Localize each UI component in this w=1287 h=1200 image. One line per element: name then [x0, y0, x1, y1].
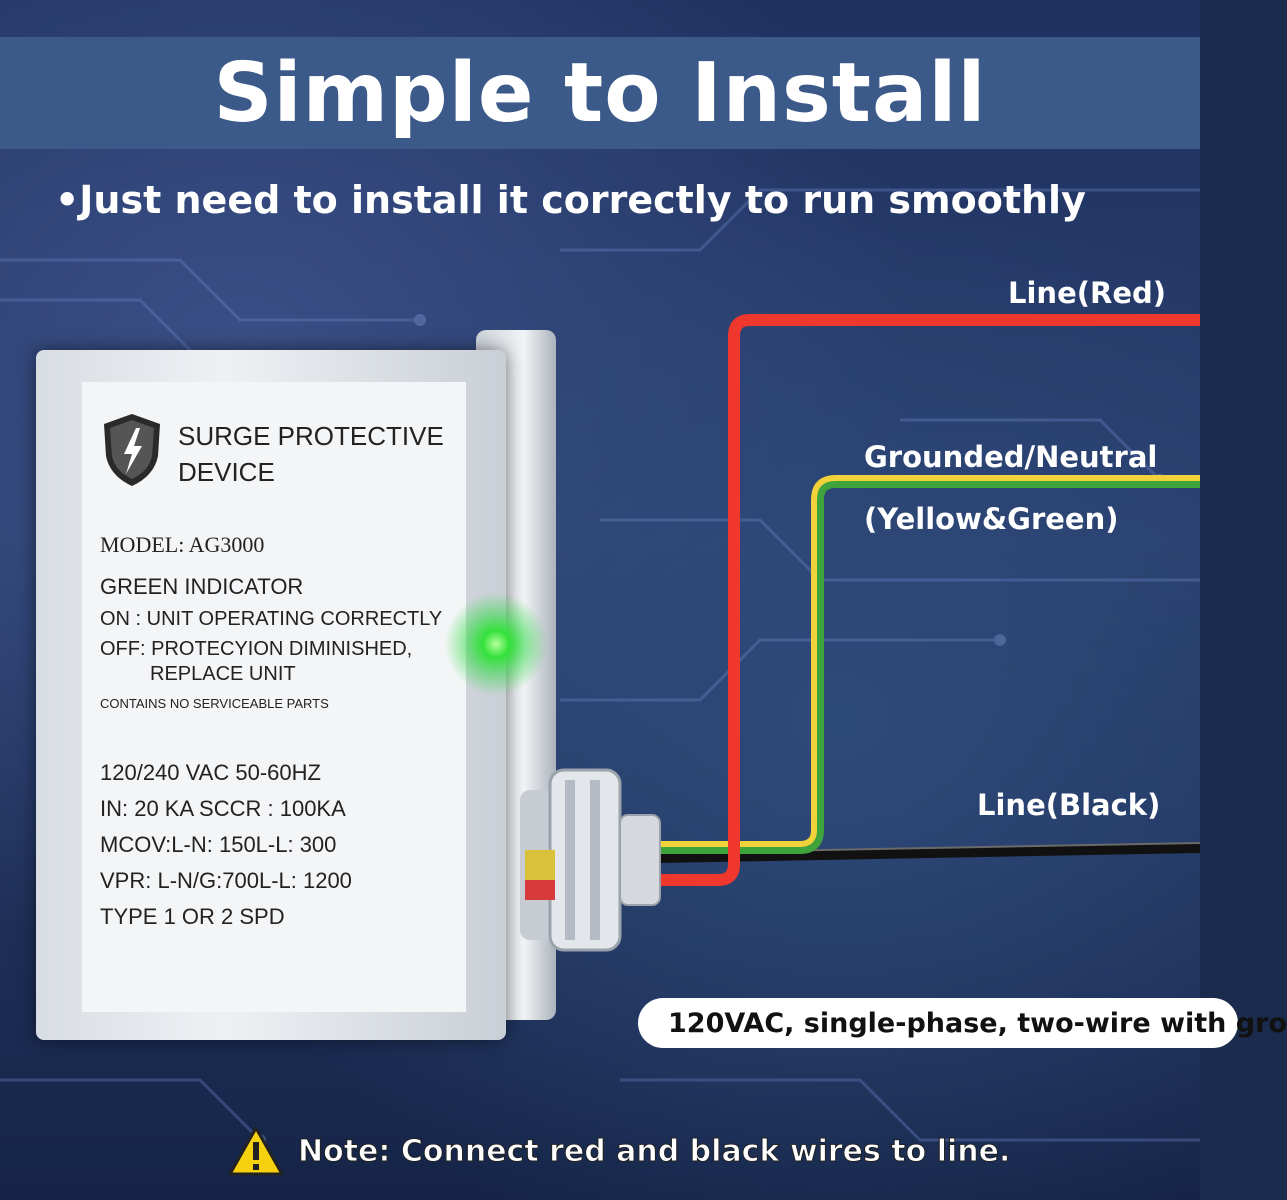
device-title-line-2: DEVICE [178, 457, 275, 487]
surge-protective-device: SURGE PROTECTIVE DEVICE MODEL: AG3000 GR… [36, 330, 556, 1040]
circuit-board-pattern [0, 188, 1200, 1146]
label-line-black: Line(Black) [977, 788, 1161, 822]
indicator-off-text: OFF: PROTECYION DIMINISHED, [100, 638, 413, 660]
shield-lightning-icon [104, 414, 160, 486]
note-banner: Note: Connect red and black wires to lin… [228, 1124, 1011, 1178]
model-text: MODEL: AG3000 [100, 532, 265, 557]
subtitle: •Just need to install it correctly to ru… [55, 178, 1086, 222]
wiring-type-text: 120VAC, single-phase, two-wire with gro [668, 1007, 1287, 1039]
wiring-diagram [650, 314, 1201, 886]
header-banner: Simple to Install [0, 37, 1200, 149]
indicator-on-text: ON : UNIT OPERATING CORRECTLY [100, 608, 443, 630]
spec-mcov: MCOV:L-N: 150L-L: 300 [100, 832, 337, 857]
no-serviceable-parts-text: CONTAINS NO SERVICEABLE PARTS [100, 696, 329, 711]
label-neutral: Grounded/Neutral [864, 440, 1158, 474]
spec-vpr: VPR: L-N/G:700L-L: 1200 [100, 868, 352, 893]
note-text: Note: Connect red and black wires to lin… [297, 1133, 1011, 1169]
replace-unit-text: REPLACE UNIT [150, 663, 296, 685]
neutral-wire-stripe [650, 475, 1200, 847]
device-title-line-1: SURGE PROTECTIVE [178, 421, 444, 451]
spec-current: IN: 20 KA SCCR : 100KA [100, 796, 346, 821]
spec-type: TYPE 1 OR 2 SPD [100, 904, 285, 929]
device-title: SURGE PROTECTIVE DEVICE [178, 418, 444, 490]
spec-voltage: 120/240 VAC 50-60HZ [100, 760, 321, 785]
green-indicator-light [444, 592, 548, 696]
indicator-heading: GREEN INDICATOR [100, 574, 304, 599]
conduit-fitting [520, 768, 661, 952]
page-title: Simple to Install [213, 45, 987, 141]
neutral-wire [650, 476, 1200, 854]
black-wire [659, 843, 1201, 863]
wiring-type-banner: 120VAC, single-phase, two-wire with gro [638, 998, 1287, 1048]
red-wire [650, 314, 1200, 886]
warning-icon [228, 1126, 284, 1176]
label-neutral-colors: (Yellow&Green) [864, 502, 1119, 536]
label-line-red: Line(Red) [1008, 276, 1166, 310]
device-label: SURGE PROTECTIVE DEVICE MODEL: AG3000 GR… [82, 382, 466, 1012]
